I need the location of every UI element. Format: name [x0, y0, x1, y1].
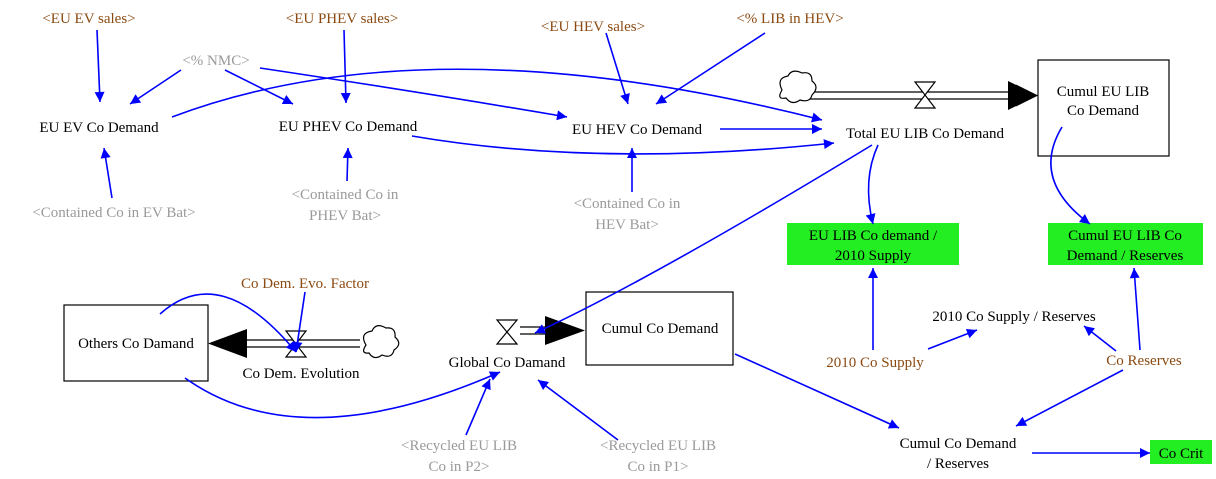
label-eu-ev-sales: <EU EV sales> [42, 11, 135, 27]
label-lib-in-hev: <% LIB in HEV> [736, 11, 843, 27]
highlight-cumul-eu-lib-reserves [1048, 223, 1203, 265]
valve-global [495, 319, 519, 345]
label-total-eu-lib-co-demand: Total EU LIB Co Demand [846, 126, 1005, 142]
highlight-eu-lib-supply [787, 223, 959, 265]
label-co-crit: Co Crit [1159, 446, 1204, 462]
label-others-co-damand: Others Co Damand [78, 336, 194, 352]
stock-box-cumul-eu-lib [1037, 59, 1170, 157]
causal-links [94, 29, 1150, 458]
label-cumul-eu-lib-reserves-line1: Cumul EU LIB Co [1068, 228, 1182, 244]
label-recycled-p2-line1: <Recycled EU LIB [401, 438, 517, 454]
label-cumul-eu-lib-line2: Co Demand [1067, 103, 1140, 119]
label-recycled-p2-line2: Co in P2> [429, 459, 490, 475]
label-cumul-co-demand: Cumul Co Demand [602, 321, 719, 337]
label-cumul-eu-lib-reserves-line2: Demand / Reserves [1067, 248, 1184, 264]
flow-pipe-global [520, 316, 585, 345]
label-contained-hev-line2: HEV Bat> [595, 217, 659, 233]
label-recycled-p1-line2: Co in P1> [628, 459, 689, 475]
label-co-dem-evolution: Co Dem. Evolution [242, 366, 360, 382]
label-contained-phev-line1: <Contained Co in [292, 187, 399, 203]
label-global-co-damand: Global Co Damand [449, 355, 566, 371]
label-cumul-reserves-line2: / Reserves [927, 456, 989, 472]
cloud-source-total-eu-lib [779, 70, 817, 104]
cloud-source-evolution [362, 325, 400, 359]
label-eu-lib-supply-line2: 2010 Supply [835, 248, 912, 264]
label-eu-ev-co-demand: EU EV Co Demand [39, 120, 159, 136]
valve-total-eu-lib [913, 81, 937, 109]
label-eu-phev-sales: <EU PHEV sales> [286, 11, 398, 27]
label-recycled-p1-line1: <Recycled EU LIB [600, 438, 716, 454]
stock-box-others [63, 304, 209, 382]
label-contained-hev-line1: <Contained Co in [574, 196, 681, 212]
highlight-co-crit [1150, 440, 1212, 464]
label-cumul-eu-lib-line1: Cumul EU LIB [1057, 84, 1150, 100]
label-nmc: <% NMC> [182, 53, 249, 69]
flow-pipe-evolution [208, 329, 360, 358]
label-eu-hev-sales: <EU HEV sales> [541, 19, 645, 35]
stock-box-cumul-co [585, 291, 734, 366]
label-co-dem-evo-factor: Co Dem. Evo. Factor [241, 276, 369, 292]
label-2010-co-supply: 2010 Co Supply [826, 355, 924, 371]
label-supply-reserves: 2010 Co Supply / Reserves [932, 309, 1095, 325]
label-contained-ev: <Contained Co in EV Bat> [32, 205, 195, 221]
label-cumul-reserves-line1: Cumul Co Demand [900, 436, 1017, 452]
label-eu-lib-supply-line1: EU LIB Co demand / [809, 228, 938, 244]
label-eu-hev-co-demand: EU HEV Co Demand [572, 122, 703, 138]
flow-pipe-total-eu-lib [808, 81, 1038, 110]
label-eu-phev-co-demand: EU PHEV Co Demand [279, 119, 418, 135]
label-co-reserves: Co Reserves [1106, 353, 1182, 369]
label-contained-phev-line2: PHEV Bat> [309, 208, 381, 224]
